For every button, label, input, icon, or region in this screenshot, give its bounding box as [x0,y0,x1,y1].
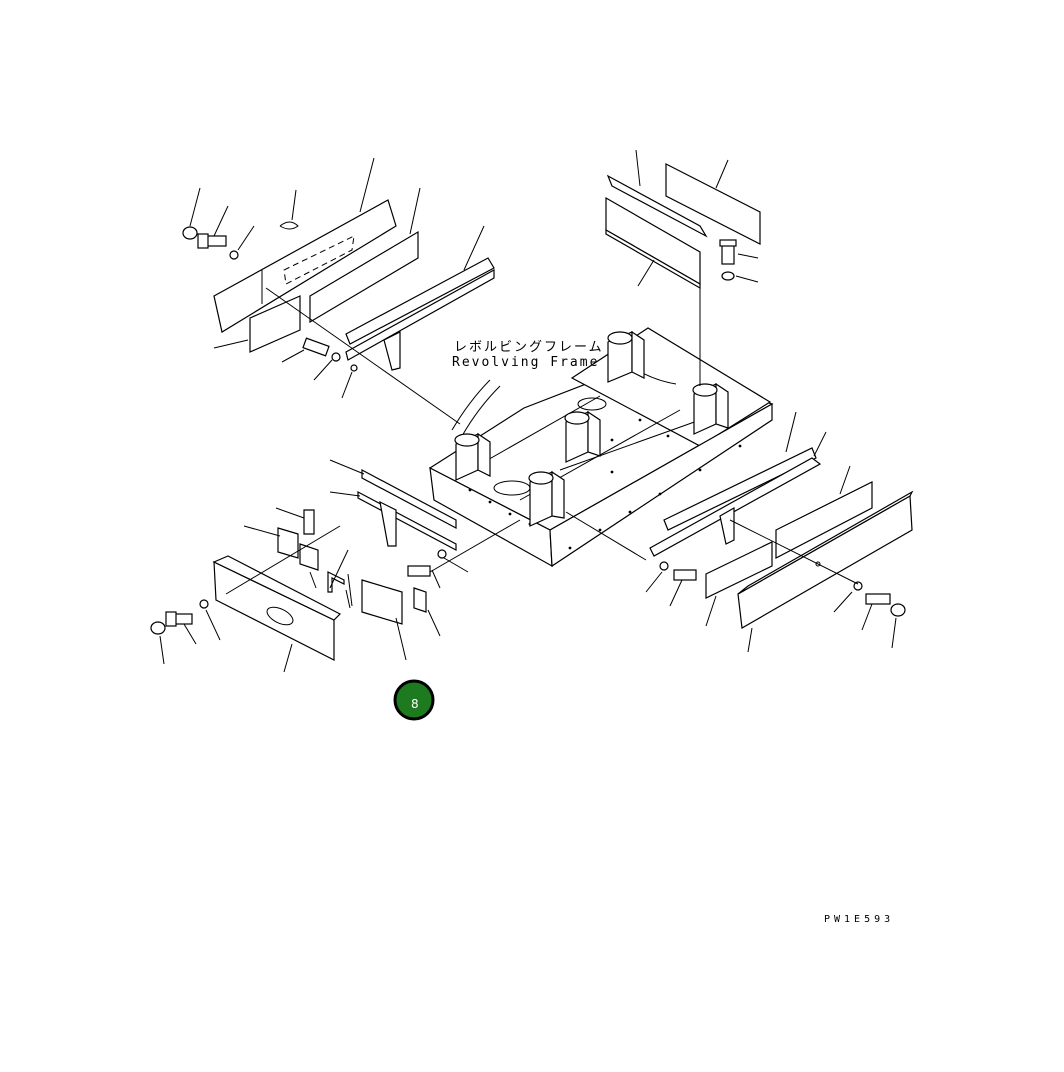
marker-label: 8 [411,697,419,711]
frame-label-japanese: レボルビングフレーム [454,340,604,355]
drawing-code: PW1E593 [824,914,894,925]
upper-right-assembly [605,149,761,386]
marker-circle[interactable] [393,679,435,721]
frame-pillars [454,330,729,527]
frame-label-english: Revolving Frame [452,355,599,370]
lower-right-assembly [565,411,914,653]
upper-left-assembly [182,157,495,425]
lower-left-assembly [150,459,521,673]
callout-marker[interactable]: 8 [393,679,435,721]
